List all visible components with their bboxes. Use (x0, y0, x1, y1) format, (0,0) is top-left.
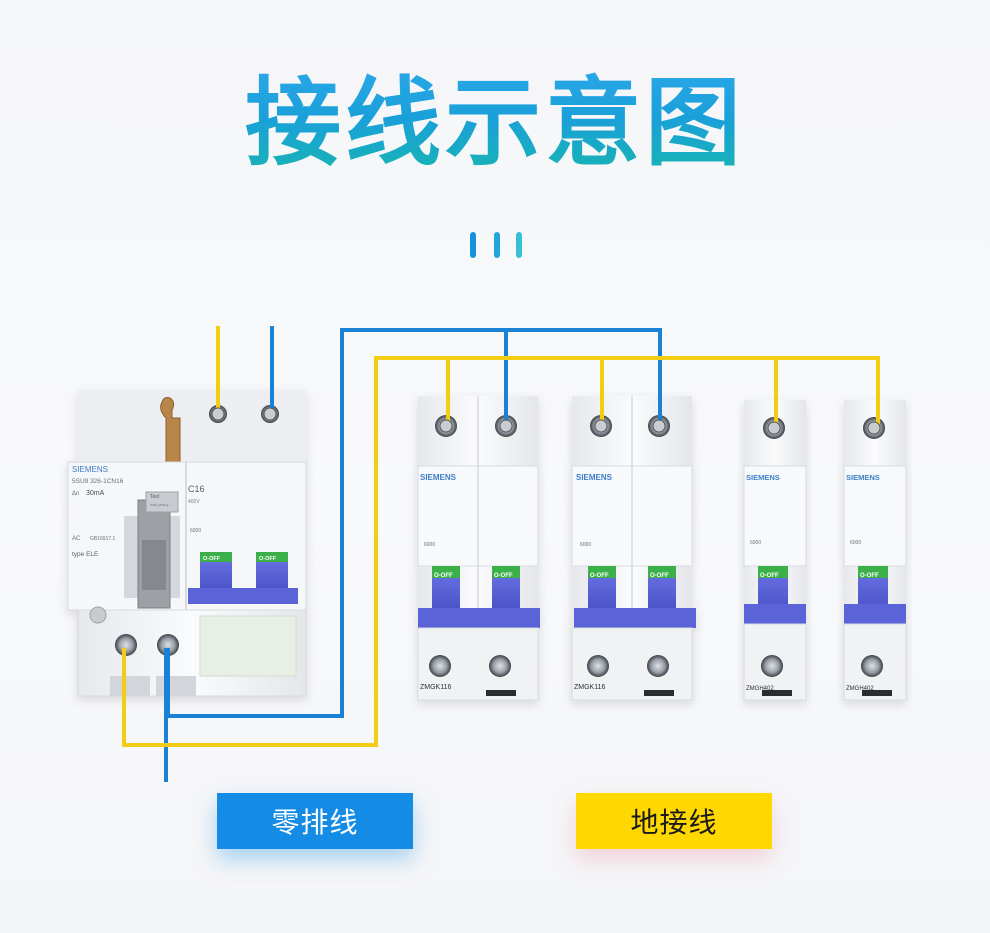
breaker-2-switch-1: O-OFF (590, 573, 609, 579)
breaker-4-rating: 6000 (850, 540, 861, 546)
breaker-2-switch-2: O-OFF (650, 573, 669, 579)
breaker-3-brand: SIEMENS (746, 473, 780, 482)
breaker-3-model: ZMGH402 (746, 686, 774, 692)
rcbo-standard: GB16917.1 (90, 536, 116, 542)
breaker-1 (417, 396, 540, 701)
rcbo-rating: C16 (188, 484, 205, 494)
breaker-3-switch-1: O-OFF (760, 573, 779, 579)
ground-wire-legend: 地接线 (576, 793, 772, 849)
breaker-1-model: ZMGK116 (420, 684, 451, 691)
rcbo-test-sub: half-yearly (150, 502, 168, 507)
rcbo-model: 5SU9 326-1CN16 (72, 478, 124, 485)
neutral-wire-legend: 零排线 (217, 793, 413, 849)
rcbo-ac-text: AC (72, 536, 81, 542)
breaker-4-model: ZMGH402 (846, 686, 874, 692)
breaker-2-brand: SIEMENS (576, 473, 613, 482)
breaker-1-switch-2: O-OFF (494, 573, 513, 579)
breaker-1-switch-1: O-OFF (434, 573, 453, 579)
breaker-4 (843, 400, 907, 701)
rcbo-breaking: 6000 (190, 528, 201, 534)
rcbo-device (67, 390, 307, 697)
breaker-3-rating: 6000 (750, 540, 761, 546)
rcbo-brand: SIEMENS (72, 465, 108, 474)
rcbo-switch-label-2: O-OFF (259, 556, 277, 562)
breaker-2-model: ZMGK116 (574, 684, 605, 691)
rcbo-test-text: Test (150, 494, 160, 500)
page-title: 接线示意图 (0, 68, 990, 178)
ground-wire-bus (122, 356, 880, 747)
rcbo-switch-label-1: O-OFF (203, 556, 221, 562)
breaker-1-brand: SIEMENS (420, 473, 457, 482)
breaker-4-brand: SIEMENS (846, 473, 880, 482)
breaker-1-rating: 6000 (424, 542, 435, 548)
breaker-2-rating: 6000 (580, 542, 591, 548)
breaker-2 (571, 396, 696, 701)
rcbo-voltage: 400V (188, 499, 200, 505)
rcbo-sensitivity-label: Δn (72, 491, 79, 497)
rcbo-type: type ELE (72, 551, 99, 558)
breaker-3 (743, 400, 807, 701)
breaker-4-switch-1: O-OFF (860, 573, 879, 579)
rcbo-sensitivity-value: 30mA (86, 490, 105, 497)
